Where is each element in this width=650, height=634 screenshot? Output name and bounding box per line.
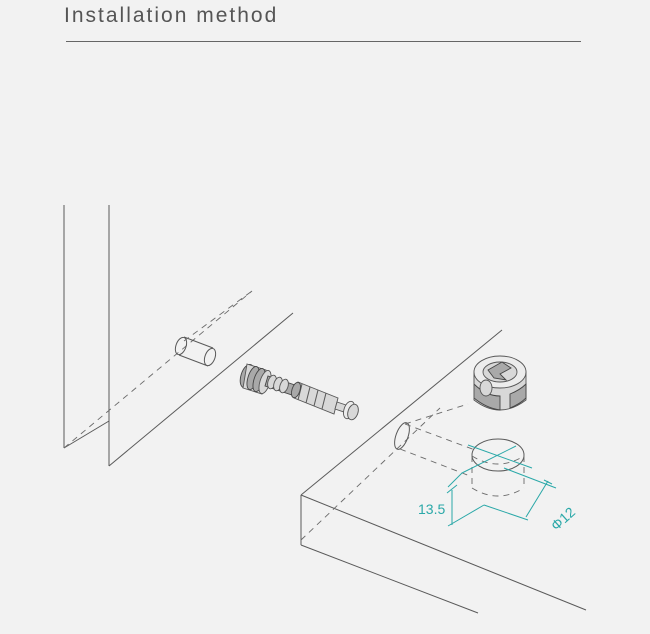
depth-dimension-label: 13.5: [418, 501, 445, 517]
horizontal-board: [300, 329, 587, 614]
cam-lock-nut: [473, 355, 527, 411]
dimension-lines: [446, 444, 557, 527]
title-divider: [66, 41, 581, 42]
connector-bolt: [239, 363, 359, 421]
page-title: Installation method: [64, 4, 279, 27]
diameter-dimension-label: Φ12: [548, 504, 579, 534]
cam-bore-hole: [471, 438, 525, 497]
vertical-board: [63, 205, 294, 467]
